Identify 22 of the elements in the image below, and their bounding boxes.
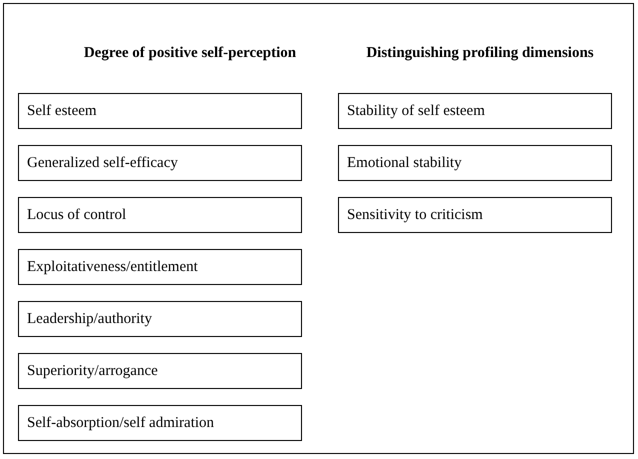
column-heading: Degree of positive self-perception <box>82 44 298 63</box>
text-box <box>18 197 302 233</box>
text-box <box>338 145 612 181</box>
text-box <box>18 353 302 389</box>
text-box <box>18 405 302 441</box>
column-heading: Distinguishing profiling dimensions <box>365 44 595 63</box>
box-label: Stability of self esteem <box>347 102 485 120</box>
box-label: Leadership/authority <box>27 310 152 328</box>
text-box <box>338 197 612 233</box>
box-label: Self esteem <box>27 102 97 120</box>
box-label: Superiority/arrogance <box>27 362 158 380</box>
box-label: Exploitativeness/entitlement <box>27 258 198 276</box>
text-box <box>18 249 302 285</box>
text-box <box>18 145 302 181</box>
box-label: Self-absorption/self admiration <box>27 414 214 432</box>
box-label: Locus of control <box>27 206 126 224</box>
text-box <box>18 93 302 129</box>
text-box <box>18 301 302 337</box>
text-box <box>338 93 612 129</box>
box-label: Generalized self-efficacy <box>27 154 178 172</box>
box-label: Emotional stability <box>347 154 462 172</box>
box-label: Sensitivity to criticism <box>347 206 483 224</box>
